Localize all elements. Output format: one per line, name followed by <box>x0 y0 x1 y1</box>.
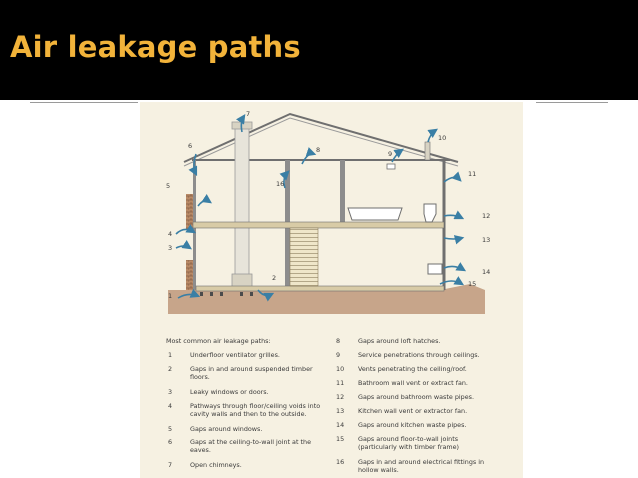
arrow-15 <box>439 276 465 286</box>
legend-number: 11 <box>336 379 345 387</box>
callout-2: 2 <box>272 274 276 282</box>
legend-number: 6 <box>168 438 173 446</box>
arrow-5 <box>197 194 212 207</box>
legend-text: Gaps at the ceiling-to-wall joint at the… <box>190 438 311 454</box>
left-wall-upper <box>186 194 193 230</box>
arrow-14 <box>443 262 467 272</box>
legend-number: 2 <box>168 365 173 373</box>
callout-1: 1 <box>168 292 172 300</box>
legend-number: 5 <box>168 425 173 433</box>
arrow-10 <box>427 128 438 143</box>
legend-text: Kitchen wall vent or extractor fan. <box>358 407 468 415</box>
legend-number: 14 <box>336 421 345 429</box>
legend-text: Open chimneys. <box>190 461 242 469</box>
arrow-7 <box>236 114 246 133</box>
legend-number: 7 <box>168 461 173 469</box>
roof-vent-pipe <box>424 141 431 161</box>
legend-text: Gaps around bathroom waste pipes. <box>358 393 475 401</box>
legend-text: Gaps around loft hatches. <box>358 337 441 345</box>
arrow-11 <box>443 171 462 183</box>
arrow-12 <box>443 210 465 220</box>
legend-number: 10 <box>336 365 345 373</box>
arrow-4 <box>175 224 197 235</box>
staircase <box>289 227 319 287</box>
callout-6: 6 <box>188 142 192 150</box>
legend-number: 4 <box>168 402 173 410</box>
legend-text: Underfloor ventilator grilles. <box>190 351 280 359</box>
underfloor-vents <box>200 292 253 296</box>
arrow-9 <box>391 148 404 163</box>
legend-text: Gaps around windows. <box>190 425 263 433</box>
legend-text: Vents penetrating the ceiling/roof. <box>358 365 467 373</box>
chimney <box>234 127 250 291</box>
arrow-3 <box>175 240 192 250</box>
callout-8: 8 <box>316 146 320 154</box>
callout-12: 12 <box>482 212 490 220</box>
legend-text: Bathroom wall vent or extract fan. <box>358 379 468 387</box>
callout-15: 15 <box>468 280 476 288</box>
legend-number: 13 <box>336 407 345 415</box>
callout-7: 7 <box>246 110 250 118</box>
arrow-2 <box>257 289 275 302</box>
legend-number: 1 <box>168 351 173 359</box>
callout-16: 16 <box>276 180 284 188</box>
first-floor <box>192 221 445 229</box>
left-wall-lower <box>186 260 193 290</box>
ceiling-light <box>386 163 396 170</box>
legend-text: Leaky windows or doors. <box>190 388 269 396</box>
legend-number: 3 <box>168 388 173 396</box>
legend-number: 16 <box>336 458 345 466</box>
legend-text: Service penetrations through ceilings. <box>358 351 480 359</box>
slide-title: Air leakage paths <box>10 30 301 64</box>
ground <box>168 284 485 314</box>
bathtub <box>347 207 403 221</box>
callout-13: 13 <box>482 236 490 244</box>
callout-11: 11 <box>468 170 476 178</box>
arrow-6 <box>188 153 198 177</box>
legend-number: 8 <box>336 337 341 345</box>
legend-number: 9 <box>336 351 341 359</box>
legend-text: Gaps in and around suspended timber floo… <box>190 365 313 381</box>
diagram-panel: 1 2 3 4 5 6 7 8 9 10 11 12 13 14 15 16 M… <box>140 102 523 478</box>
house-cross-section: 1 2 3 4 5 6 7 8 9 10 11 12 13 14 15 16 <box>166 110 490 314</box>
legend-text: Pathways through floor/ceiling voids int… <box>190 402 321 418</box>
arrow-8 <box>301 147 317 165</box>
arrow-16 <box>279 170 290 189</box>
title-rule-left <box>30 102 138 103</box>
toilet <box>423 203 437 223</box>
callout-9: 9 <box>388 150 392 158</box>
arrow-1 <box>177 288 201 299</box>
arrow-13 <box>443 235 465 245</box>
legend-heading: Most common air leakage paths: <box>166 337 271 345</box>
legend-number: 15 <box>336 435 345 443</box>
legend-text: Gaps around floor-to-wall joints (partic… <box>358 435 460 451</box>
roof <box>183 112 459 163</box>
ground-floor <box>195 285 445 292</box>
callout-14: 14 <box>482 268 490 276</box>
callout-10: 10 <box>438 134 446 142</box>
callout-3: 3 <box>168 244 172 252</box>
leakage-legend: Most common air leakage paths: 1 Underfl… <box>140 337 523 478</box>
title-band: Air leakage paths <box>0 0 638 100</box>
legend-text: Gaps around kitchen waste pipes. <box>358 421 467 429</box>
callout-4: 4 <box>168 230 172 238</box>
callout-5: 5 <box>166 182 170 190</box>
legend-number: 12 <box>336 393 345 401</box>
title-rule-right <box>536 102 608 103</box>
kitchen-sink <box>427 263 443 275</box>
legend-text: Gaps in and around electrical fittings i… <box>358 458 485 474</box>
